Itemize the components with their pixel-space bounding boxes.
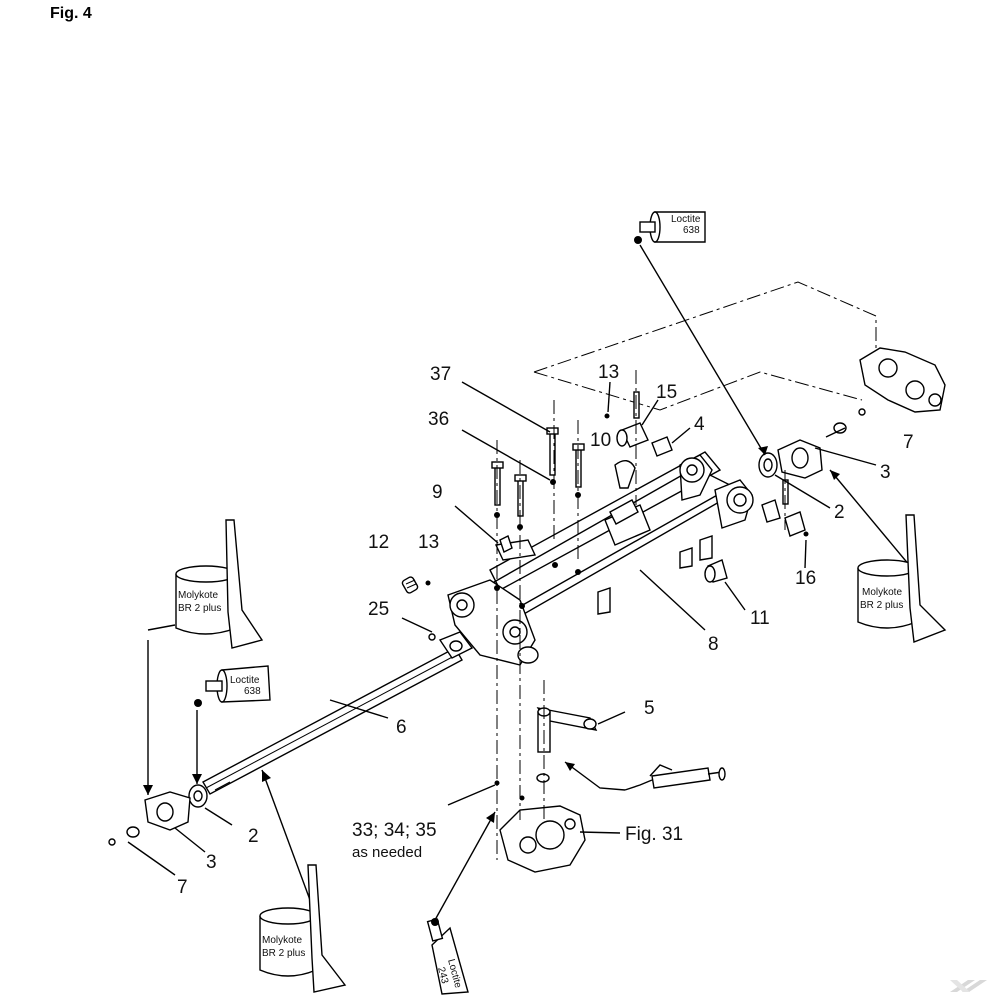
callout-16: 16 <box>795 568 816 589</box>
callout-13-top: 13 <box>598 362 619 383</box>
callout-37: 37 <box>430 364 451 385</box>
gearbox-fig31-part <box>499 805 586 873</box>
callout-13-left: 13 <box>418 532 439 553</box>
molykote-bottom-line2: BR 2 plus <box>262 948 305 959</box>
callout-11: 11 <box>750 608 770 629</box>
callout-9: 9 <box>432 482 443 503</box>
left-side-parts <box>108 784 208 846</box>
grease-gun-icon <box>624 764 726 791</box>
molykote-container-bottom: Molykote BR 2 plus <box>259 864 347 993</box>
main-frame-part <box>447 451 754 666</box>
callout-12: 12 <box>368 532 389 553</box>
brush-icon <box>225 519 264 649</box>
loctite-bottom-number: 243 <box>435 966 450 985</box>
callout-3-right: 3 <box>880 462 891 483</box>
callout-fig31: Fig. 31 <box>625 824 683 845</box>
right-side-parts <box>704 408 866 583</box>
callout-7-left: 7 <box>177 877 188 898</box>
callout-3-left: 3 <box>206 852 217 873</box>
loctite-tube-top: Loctite 638 <box>634 211 706 244</box>
brush-icon <box>307 864 347 993</box>
loctite-tube-bottom: Loctite 243 <box>426 918 469 995</box>
lubrication-arrows <box>143 244 911 921</box>
figure-title: Fig. 4 <box>50 5 92 22</box>
callout-4: 4 <box>694 414 705 435</box>
watermark-logo-icon <box>950 980 987 992</box>
molykote-right-line1: Molykote <box>862 587 902 598</box>
molykote-left-line1: Molykote <box>178 590 218 601</box>
brush-icon <box>905 514 947 643</box>
callout-5: 5 <box>644 698 655 719</box>
loctite-left-label: Loctite <box>230 675 260 686</box>
callout-36: 36 <box>428 409 449 430</box>
callout-7-right: 7 <box>903 432 914 453</box>
loctite-tube-left: Loctite 638 <box>194 665 271 707</box>
callout-2-left: 2 <box>248 826 259 847</box>
callout-6: 6 <box>396 717 407 738</box>
callout-10: 10 <box>590 430 611 451</box>
gearbox-reference-part <box>859 347 946 413</box>
leader-lines <box>127 381 877 876</box>
molykote-right-line2: BR 2 plus <box>860 600 903 611</box>
molykote-bottom-line1: Molykote <box>262 935 302 946</box>
loctite-top-number: 638 <box>683 225 700 236</box>
callout-numbers: 37 13 15 36 10 4 9 12 13 25 7 3 2 16 11 … <box>177 362 914 898</box>
callout-15: 15 <box>656 382 677 403</box>
dashed-reference-outline <box>533 281 877 411</box>
loctite-top-label: Loctite <box>671 214 701 225</box>
molykote-container-left: Molykote BR 2 plus <box>175 519 264 649</box>
callout-25: 25 <box>368 599 389 620</box>
molykote-left-line2: BR 2 plus <box>178 603 221 614</box>
callout-33-34-35: 33; 34; 35 <box>352 820 437 841</box>
bolts-group <box>491 427 585 530</box>
grease-nipple-part <box>614 460 636 489</box>
spring-part <box>401 576 431 594</box>
lever-part <box>536 707 598 783</box>
molykote-container-right: Molykote BR 2 plus <box>857 514 947 643</box>
center-axis-lines <box>496 370 786 860</box>
bracket-part <box>494 535 537 561</box>
shaft-part <box>202 647 463 795</box>
flange-part <box>428 631 474 659</box>
loctite-left-number: 638 <box>244 686 261 697</box>
callout-2-right: 2 <box>834 502 845 523</box>
callout-as-needed: as needed <box>352 844 422 861</box>
callout-8: 8 <box>708 634 719 655</box>
